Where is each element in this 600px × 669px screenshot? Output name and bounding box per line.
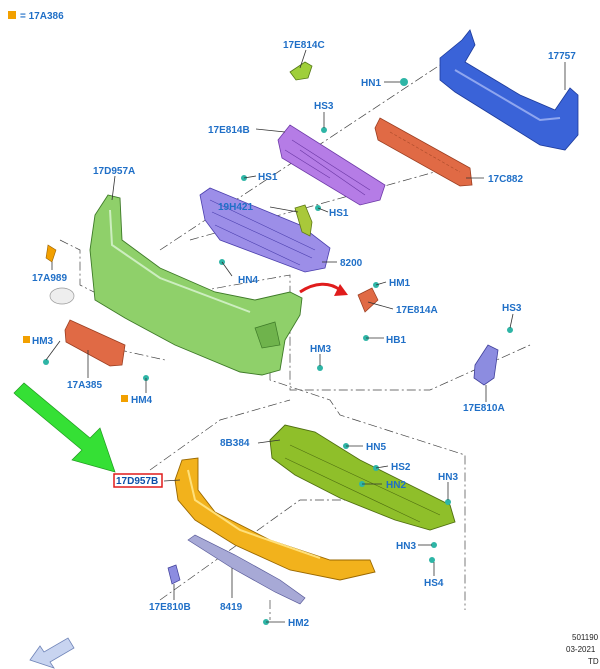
label-HM3-left: HM3 bbox=[32, 336, 54, 347]
label-17A989: 17A989 bbox=[32, 273, 67, 284]
bracket-19H421-part bbox=[294, 204, 313, 237]
label-HM2: HM2 bbox=[288, 618, 310, 629]
grille-support-part bbox=[277, 124, 386, 206]
footer-code-1: 501190 bbox=[572, 633, 599, 642]
label-17E814C: 17E814C bbox=[283, 40, 325, 51]
footer-code-2: 03-2021 bbox=[566, 645, 596, 654]
label-HB1: HB1 bbox=[386, 335, 406, 346]
label-17C882: 17C882 bbox=[488, 174, 523, 185]
fog-cover-part bbox=[49, 287, 75, 305]
assembly-guide-lines bbox=[59, 64, 531, 620]
legend-square-icon bbox=[8, 11, 16, 19]
absorber-strip-part bbox=[374, 117, 473, 187]
label-8419: 8419 bbox=[220, 602, 243, 613]
label-17E810A: 17E810A bbox=[463, 403, 505, 414]
label-17E810B: 17E810B bbox=[149, 602, 191, 613]
label-17E814B: 17E814B bbox=[208, 125, 250, 136]
legend-text: = 17A386 bbox=[20, 11, 64, 22]
navigation-arrow-icon[interactable] bbox=[29, 637, 75, 669]
label-HS1-lower: HS1 bbox=[329, 208, 349, 219]
label-HN3-lower: HN3 bbox=[396, 541, 416, 552]
leader-lines bbox=[45, 49, 566, 623]
label-HM4: HM4 bbox=[131, 395, 153, 406]
label-HN1: HN1 bbox=[361, 78, 381, 89]
bumper-beam-part bbox=[439, 29, 579, 151]
label-HN4: HN4 bbox=[238, 275, 258, 286]
label-17D957B: 17D957B bbox=[116, 476, 158, 487]
bumper-cover-lower-part bbox=[174, 457, 376, 581]
license-bracket-part bbox=[64, 319, 126, 367]
red-move-arrow bbox=[299, 282, 348, 296]
label-HS3-top: HS3 bbox=[314, 101, 334, 112]
label-HS1-upper: HS1 bbox=[258, 172, 278, 183]
hm4-marker-icon bbox=[121, 395, 128, 402]
label-8B384: 8B384 bbox=[220, 438, 250, 449]
label-HN3-upper: HN3 bbox=[438, 472, 458, 483]
highlight-box bbox=[113, 473, 163, 488]
label-HM3-center: HM3 bbox=[310, 344, 332, 355]
side-bracket-17E810A-part bbox=[473, 344, 499, 386]
label-HM1: HM1 bbox=[389, 278, 411, 289]
tab-17A989-part bbox=[45, 244, 57, 263]
label-HN2: HN2 bbox=[386, 480, 406, 491]
hm3-marker-icon bbox=[23, 336, 30, 343]
trim-strip-8419-part bbox=[187, 534, 306, 605]
label-17D957A: 17D957A bbox=[93, 166, 135, 177]
label-19H421: 19H421 bbox=[218, 202, 253, 213]
green-indicator-arrow bbox=[13, 382, 116, 473]
label-17757: 17757 bbox=[548, 51, 576, 62]
label-HS4: HS4 bbox=[424, 578, 444, 589]
footer-code-3: TD bbox=[588, 657, 599, 666]
label-17A385: 17A385 bbox=[67, 380, 102, 391]
bracket-17E814C-part bbox=[289, 61, 313, 81]
bumper-cover-upper-part bbox=[89, 194, 303, 376]
label-HS3-right: HS3 bbox=[502, 303, 522, 314]
label-HN5: HN5 bbox=[366, 442, 386, 453]
bracket-17E814A-part bbox=[357, 287, 379, 313]
label-HS2: HS2 bbox=[391, 462, 411, 473]
label-8200: 8200 bbox=[340, 258, 363, 269]
lower-deflector-part bbox=[269, 424, 456, 531]
bracket-17E810B-part bbox=[167, 564, 181, 585]
label-17E814A: 17E814A bbox=[396, 305, 438, 316]
lower-grille-part bbox=[199, 187, 331, 273]
